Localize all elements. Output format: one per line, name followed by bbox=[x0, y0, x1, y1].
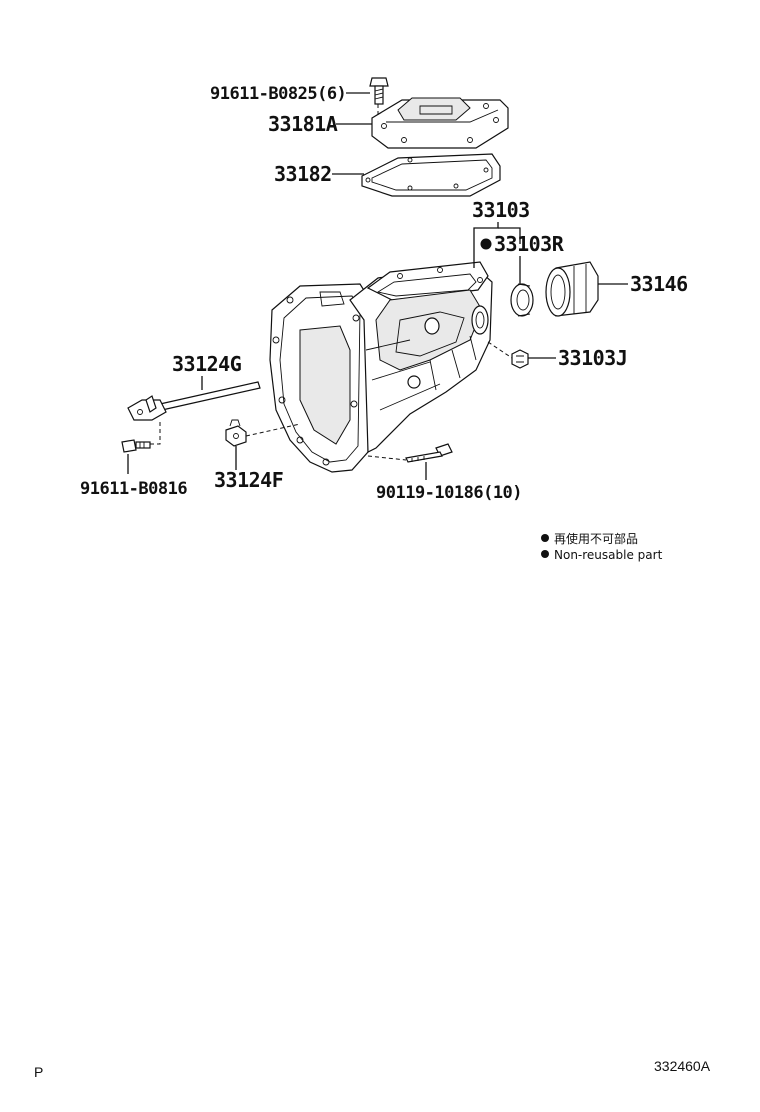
diagram-code: 332460A bbox=[654, 1058, 711, 1074]
label-bolt-cover: 91611-B0825(6) bbox=[210, 84, 346, 104]
legend-english: Non-reusable part bbox=[554, 548, 663, 562]
legend-bullet-en bbox=[541, 550, 549, 558]
label-plug: 33103J bbox=[558, 346, 627, 370]
label-lever-rod: 33124G bbox=[172, 352, 242, 376]
non-reusable-marker bbox=[480, 238, 492, 250]
leader-lines bbox=[127, 92, 628, 480]
transmission-case-drawing bbox=[269, 261, 493, 473]
oil-seal-drawing bbox=[510, 283, 534, 317]
rod-bolt-drawing bbox=[121, 439, 151, 453]
label-seal: 33103R bbox=[494, 232, 565, 256]
label-bolt-case: 90119-10186(10) bbox=[376, 483, 522, 503]
label-bolt-lever: 91611-B0816 bbox=[80, 479, 187, 499]
label-gasket: 33182 bbox=[274, 162, 332, 186]
legend-bullet-jp bbox=[541, 534, 549, 542]
case-bolt-drawing bbox=[405, 443, 453, 463]
legend: 再使用不可部品 Non-reusable part bbox=[541, 531, 663, 562]
label-bracket: 33124F bbox=[214, 468, 283, 492]
footer-left-mark: P bbox=[34, 1064, 43, 1080]
shift-rod-drawing bbox=[127, 381, 261, 421]
gasket-drawing bbox=[361, 153, 501, 197]
label-case-assembly: 33103 bbox=[472, 198, 530, 222]
label-cap: 33146 bbox=[630, 272, 688, 296]
bracket-drawing bbox=[225, 419, 247, 447]
plug-drawing bbox=[511, 349, 529, 369]
legend-japanese: 再使用不可部品 bbox=[554, 531, 638, 546]
cover-bolt-drawing bbox=[369, 77, 389, 105]
cover-plate-drawing bbox=[371, 97, 509, 149]
label-cover: 33181A bbox=[268, 112, 338, 136]
extension-cap-drawing bbox=[545, 261, 599, 317]
